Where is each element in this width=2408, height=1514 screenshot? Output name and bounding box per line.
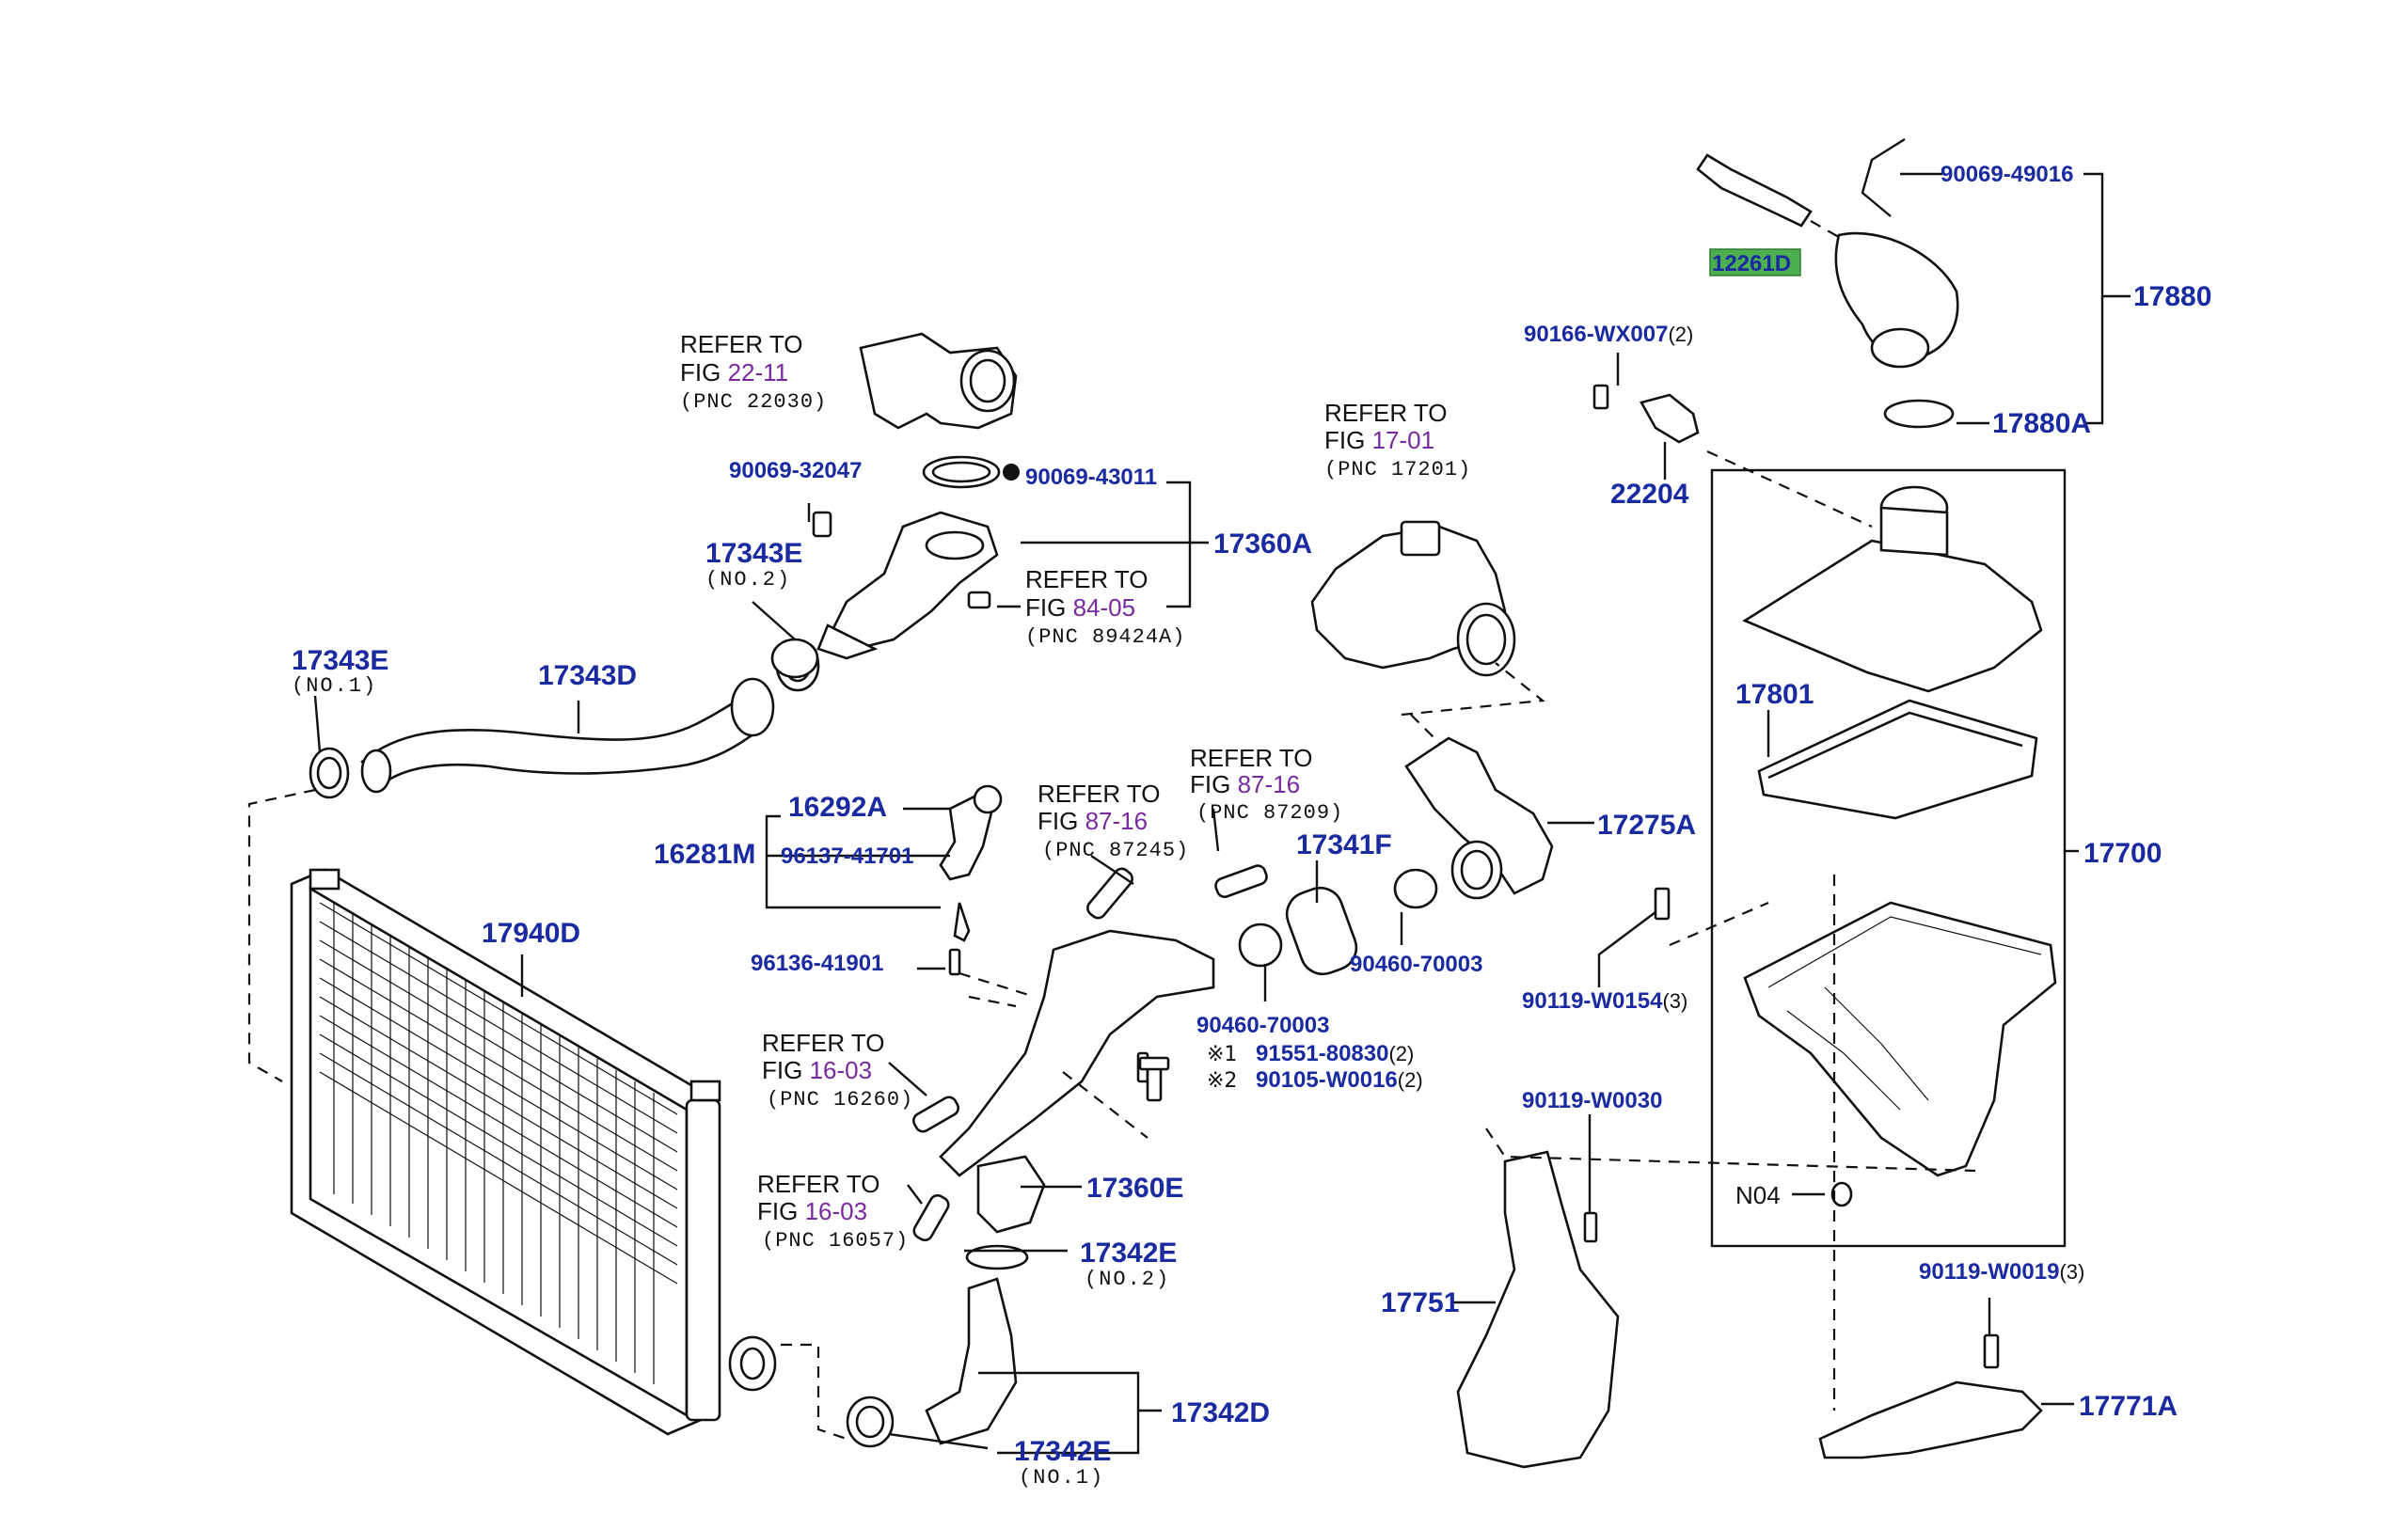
note-mark-1: ※1 [1207,1043,1237,1066]
part-label-N04[interactable]: N04 [1735,1181,1781,1209]
svg-text:FIG 22-11: FIG 22-11 [680,358,788,386]
note-mark-2: ※2 [1207,1069,1237,1093]
part-sub-17343E-no1: (NO.1) [292,674,377,698]
part-label-17343E-no1[interactable]: 17343E [292,645,388,676]
parts-artwork [290,137,2067,1469]
svg-text:FIG 16-03: FIG 16-03 [757,1197,867,1225]
part-label-17880A[interactable]: 17880A [1992,408,2091,439]
svg-text:(PNC 16057): (PNC 16057) [762,1229,909,1253]
svg-text:(PNC 22030): (PNC 22030) [680,390,827,414]
part-label-90460-70003-a[interactable]: 90460-70003 [1350,952,1482,977]
refer-fig-84-05[interactable]: REFER TO FIG 84-05 (PNC 89424A) [1025,565,1185,649]
part-label-91551-80830[interactable]: 91551-80830(2) [1256,1041,1414,1066]
svg-text:FIG 17-01: FIG 17-01 [1324,426,1434,454]
part-label-17880[interactable]: 17880 [2133,281,2211,312]
intercooler-17940D-drawing [290,868,777,1436]
part-label-17343E-no2[interactable]: 17343E [705,538,802,569]
svg-text:REFER TO: REFER TO [1324,399,1448,427]
svg-text:REFER TO: REFER TO [680,330,803,358]
part-label-16292A[interactable]: 16292A [788,792,887,823]
svg-text:FIG 87-16: FIG 87-16 [1038,807,1148,835]
part-label-17751[interactable]: 17751 [1381,1287,1459,1318]
air-cleaner-17700-drawing [1710,468,2067,1248]
part-label-96137-41701[interactable]: 96137-41701 [781,844,913,869]
refer-fig-16-03-a[interactable]: REFER TO FIG 16-03 (PNC 16260) [762,1029,913,1112]
part-label-90119-W0030[interactable]: 90119-W0030 [1522,1088,1662,1113]
svg-text:REFER TO: REFER TO [1038,780,1161,808]
part-label-96136-41901[interactable]: 96136-41901 [751,951,883,976]
water-pipe-drawing [846,784,1268,1448]
part-label-17342D[interactable]: 17342D [1171,1397,1270,1428]
refer-fig-17-01[interactable]: REFER TO FIG 17-01 (PNC 17201) [1324,399,1471,481]
bolt-91551-drawing [1138,1056,1170,1102]
svg-text:(PNC 87209): (PNC 87209) [1196,801,1343,825]
sensor-22204-drawing [1592,384,1700,921]
part-label-90069-32047[interactable]: 90069-32047 [729,458,862,483]
part-label-16281M[interactable]: 16281M [654,839,755,870]
part-label-17700[interactable]: 17700 [2083,838,2162,869]
part-label-17771A[interactable]: 17771A [2079,1391,2178,1422]
duct-17275A-drawing [1404,736,1554,900]
highlight-12261D [1709,248,1801,276]
svg-text:REFER TO: REFER TO [1190,744,1313,772]
part-label-17275A[interactable]: 17275A [1597,810,1696,841]
part-label-90119-W0019[interactable]: 90119-W0019(3) [1919,1259,2084,1285]
hose-17880-drawing [1696,137,1959,429]
labels: 90069-49016 12261D 17880 17880A 90166-WX… [292,162,2211,1490]
refer-fig-16-03-b[interactable]: REFER TO FIG 16-03 (PNC 16057) [757,1170,909,1253]
svg-text:REFER TO: REFER TO [757,1170,880,1198]
svg-text:(PNC 87245): (PNC 87245) [1042,839,1189,862]
clamp-17343E-no2-drawing [770,638,819,679]
refer-fig-87-16-a[interactable]: REFER TO FIG 87-16 (PNC 87245) [1038,780,1189,862]
svg-text:REFER TO: REFER TO [1025,565,1149,593]
refer-fig-87-16-b[interactable]: REFER TO FIG 87-16 (PNC 87209) [1190,744,1343,825]
part-label-17360A[interactable]: 17360A [1213,528,1312,560]
duct-17771A-drawing [1818,1333,2043,1459]
part-label-17343D[interactable]: 17343D [538,660,637,691]
part-label-90069-43011[interactable]: 90069-43011 [1025,465,1157,490]
refer-fig-22-11[interactable]: REFER TO FIG 22-11 (PNC 22030) [680,330,827,414]
part-label-90166-WX007[interactable]: 90166-WX007(2) [1524,322,1693,347]
part-sub-17342E-no1: (NO.1) [1019,1466,1104,1490]
part-sub-17343E-no2: (NO.2) [705,568,791,591]
hose-17341F-drawing [1238,868,1438,976]
svg-text:REFER TO: REFER TO [762,1029,885,1057]
duct-17751-drawing [1456,1150,1620,1469]
part-label-17342E-no2[interactable]: 17342E [1080,1238,1177,1269]
hose-17343D-drawing [309,639,820,799]
leader-lines [247,172,2131,1455]
svg-text:(PNC 17201): (PNC 17201) [1324,458,1471,481]
part-label-17801[interactable]: 17801 [1735,679,1814,710]
svg-text:FIG 16-03: FIG 16-03 [762,1056,872,1084]
part-label-90069-49016[interactable]: 90069-49016 [1941,162,2073,187]
part-label-12261D[interactable]: 12261D [1712,251,1791,276]
svg-text:FIG 84-05: FIG 84-05 [1025,593,1135,622]
part-label-17360E[interactable]: 17360E [1086,1173,1183,1204]
part-label-17940D[interactable]: 17940D [482,918,580,949]
housing-17201-drawing [1310,520,1516,677]
part-label-90119-W0154[interactable]: 90119-W0154(3) [1522,988,1687,1014]
outlet-17360A-drawing [812,455,1020,660]
part-label-90105-W0016[interactable]: 90105-W0016(2) [1256,1067,1423,1093]
svg-text:(PNC 89424A): (PNC 89424A) [1025,625,1185,649]
part-label-17342E-no1[interactable]: 17342E [1014,1436,1111,1467]
part-label-90460-70003-b[interactable]: 90460-70003 [1196,1013,1329,1038]
part-sub-17342E-no2: (NO.2) [1085,1268,1170,1291]
svg-text:(PNC 16260): (PNC 16260) [767,1088,913,1112]
part-label-17341F[interactable]: 17341F [1296,829,1392,860]
part-label-22204[interactable]: 22204 [1610,479,1689,510]
throttle-body-drawing [859,332,1018,430]
svg-text:FIG 87-16: FIG 87-16 [1190,770,1300,798]
